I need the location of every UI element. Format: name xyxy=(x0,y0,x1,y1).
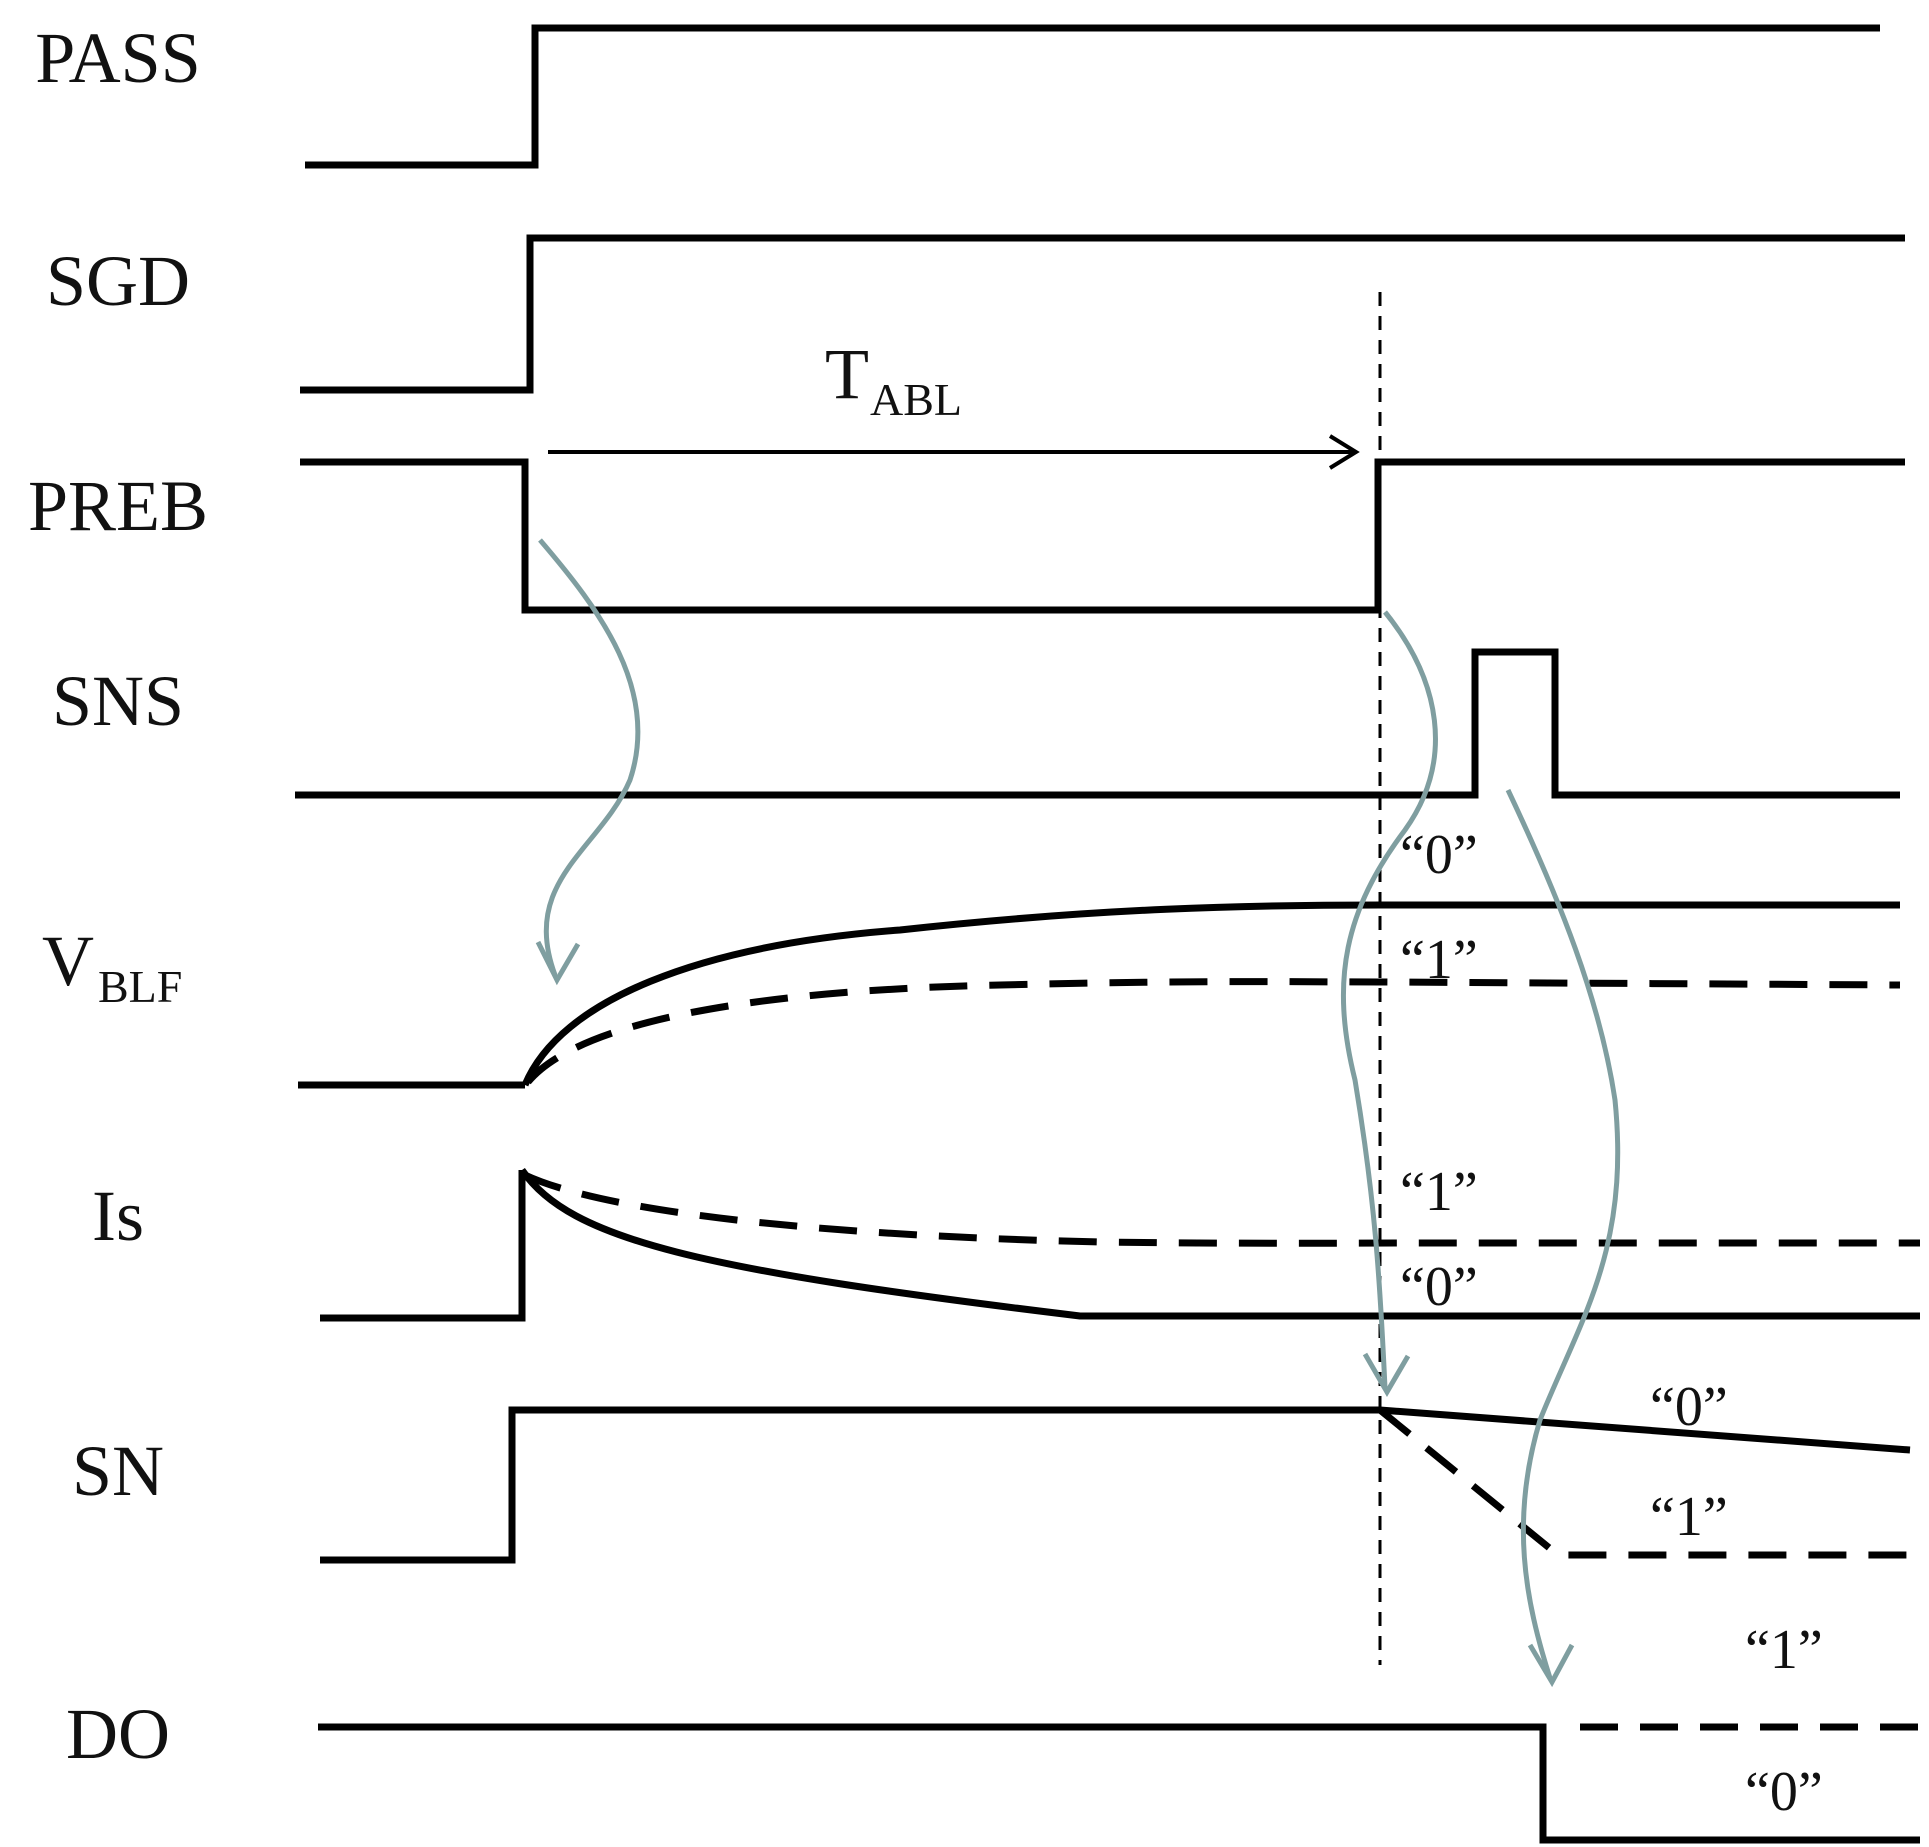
label-do: DO xyxy=(66,1694,170,1774)
label-sns: SNS xyxy=(52,661,184,741)
vblf-state-1-label: “1” xyxy=(1400,929,1478,991)
label-is: Is xyxy=(92,1176,144,1256)
tabl-label-sub: ABL xyxy=(870,374,962,425)
label-sgd: SGD xyxy=(46,241,190,321)
tabl-arrow xyxy=(548,434,1360,470)
flow-arrow-preb-to-sn xyxy=(1340,610,1438,1397)
pass-waveform xyxy=(305,24,1880,169)
is-state-1-label: “1” xyxy=(1400,1161,1478,1223)
sn-state-1-label: “1” xyxy=(1650,1486,1728,1548)
sgd-waveform xyxy=(300,234,1905,394)
do-state-1-label: “1” xyxy=(1745,1619,1823,1681)
label-vblf: V BLF xyxy=(42,921,182,1012)
is-state-0-waveform xyxy=(519,1168,1920,1320)
label-preb: PREB xyxy=(28,466,208,546)
is-state-1-waveform xyxy=(523,1171,1920,1247)
tabl-label: T ABL xyxy=(825,334,962,425)
do-state-0-label: “0” xyxy=(1745,1761,1823,1823)
label-sn: SN xyxy=(72,1431,164,1511)
label-pass: PASS xyxy=(35,18,201,98)
sn-pulse xyxy=(320,1406,1380,1564)
do-state-0-waveform xyxy=(318,1723,1920,1844)
sns-waveform xyxy=(295,648,1900,799)
flow-arrow-preb-to-vblf xyxy=(535,538,641,986)
sn-state-1-waveform xyxy=(1377,1407,1910,1559)
sn-state-0-label: “0” xyxy=(1650,1376,1728,1438)
vblf-state-0-waveform xyxy=(521,901,1900,1087)
tabl-label-main: T xyxy=(825,334,869,414)
sn-state-0-waveform xyxy=(1379,1406,1911,1454)
is-state-0-label: “0” xyxy=(1400,1256,1478,1318)
label-vblf-main: V xyxy=(42,921,94,1001)
flow-arrow-sns-to-do xyxy=(1505,788,1621,1688)
label-vblf-sub: BLF xyxy=(98,961,182,1012)
vblf-state-1-waveform xyxy=(525,978,1901,1085)
vblf-state-0-label: “0” xyxy=(1400,824,1478,886)
is-pulse xyxy=(320,1170,526,1322)
preb-waveform xyxy=(300,458,1905,614)
